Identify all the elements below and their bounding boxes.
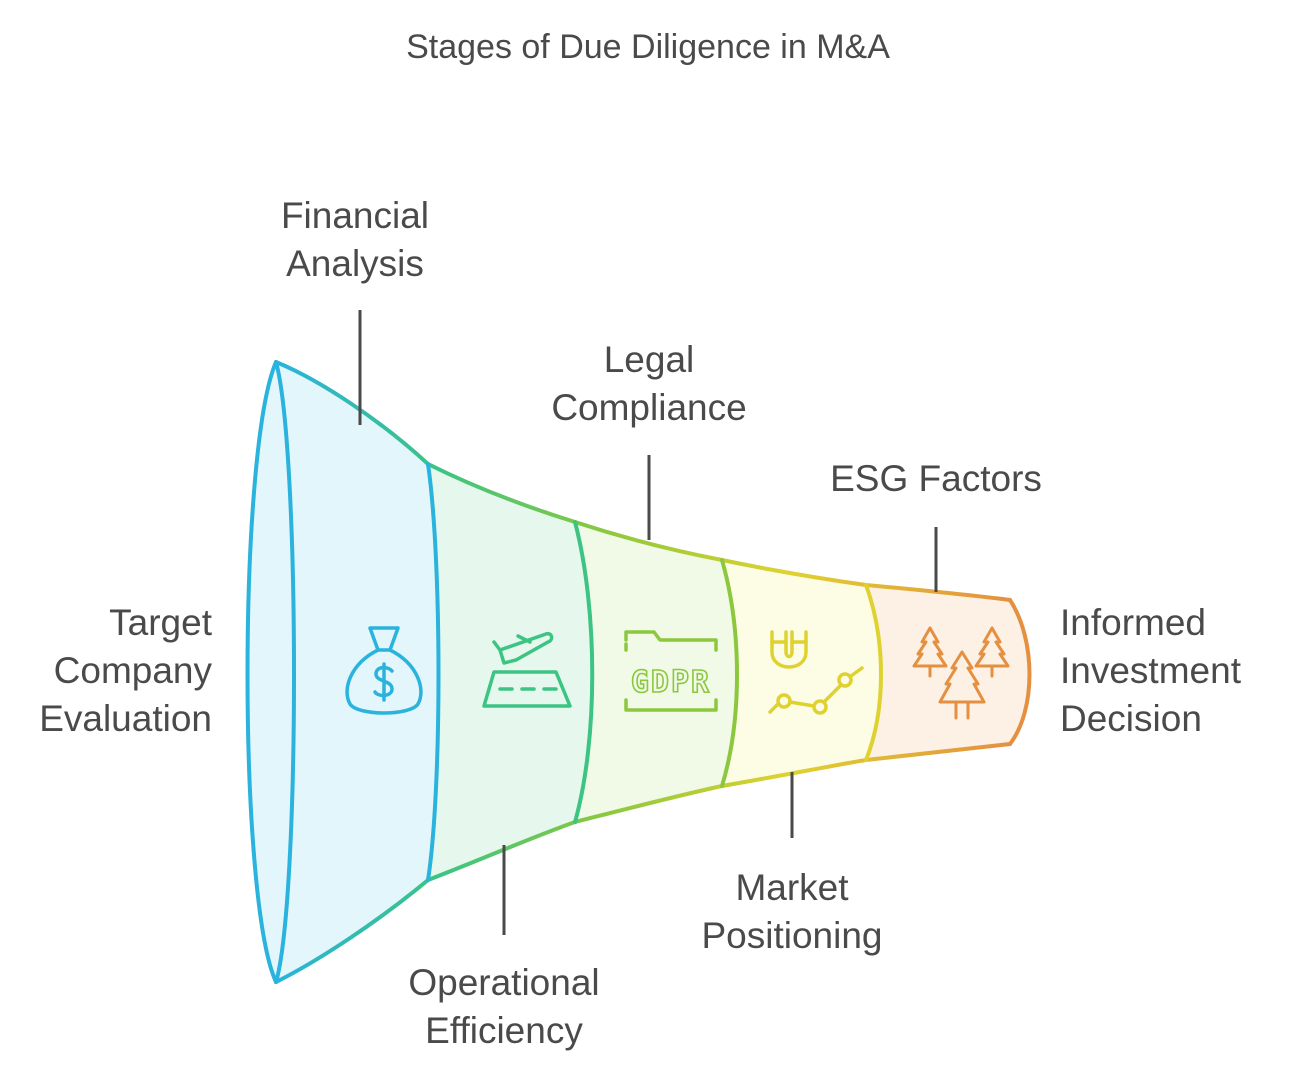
diagram-title: Stages of Due Diligence in M&A <box>406 28 890 66</box>
label-legal-compliance: Legal Compliance <box>551 339 747 428</box>
funnel-segment-financial <box>247 362 439 982</box>
airplane-runway-icon <box>482 631 572 708</box>
trees-icon <box>912 626 1010 720</box>
gdpr-folder-icon: GDPR <box>624 630 718 712</box>
svg-text:GDPR: GDPR <box>631 665 711 700</box>
funnel-segment-esg <box>866 585 1030 760</box>
label-market-positioning: Market Positioning <box>701 867 883 956</box>
label-operational-efficiency: Operational Efficiency <box>408 962 600 1051</box>
money-bag-icon <box>345 626 423 715</box>
label-target-company-evaluation: Target Company Evaluation <box>39 602 212 739</box>
magnet-chart-icon <box>768 630 864 715</box>
label-informed-investment-decision: Informed Investment Decision <box>1060 602 1241 739</box>
funnel-segment-market <box>722 560 881 786</box>
label-financial-analysis: Financial Analysis <box>280 195 430 284</box>
funnel-segment-legal <box>575 522 737 822</box>
label-esg-factors: ESG Factors <box>830 458 1042 499</box>
